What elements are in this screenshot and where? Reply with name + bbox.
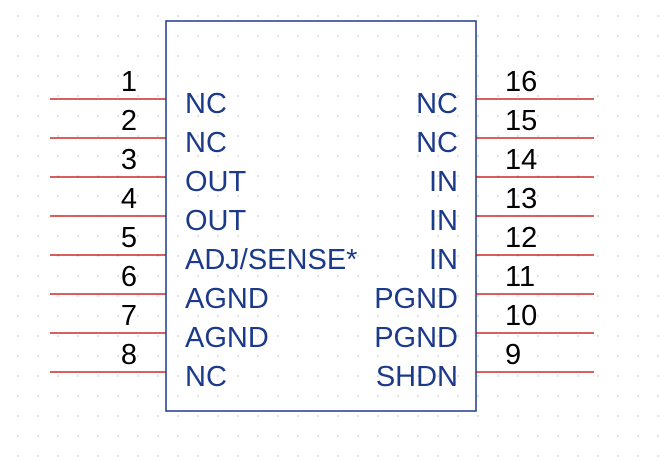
pin-label-16: NC bbox=[416, 88, 458, 120]
pin-label-2: NC bbox=[185, 127, 227, 159]
pin-label-3: OUT bbox=[185, 166, 247, 198]
pin-label-7: AGND bbox=[185, 322, 269, 354]
pin-number-13: 13 bbox=[505, 183, 537, 215]
pin-label-5: ADJ/SENSE* bbox=[185, 244, 357, 276]
pin-label-13: IN bbox=[429, 205, 458, 237]
pin-label-1: NC bbox=[185, 88, 227, 120]
pin-label-6: AGND bbox=[185, 283, 269, 315]
pin-number-15: 15 bbox=[505, 105, 537, 137]
pin-number-1: 1 bbox=[121, 66, 137, 98]
pin-label-9: SHDN bbox=[376, 361, 458, 393]
pin-number-8: 8 bbox=[121, 339, 137, 371]
pin-label-11: PGND bbox=[374, 283, 458, 315]
pin-number-4: 4 bbox=[121, 183, 137, 215]
pin-number-16: 16 bbox=[505, 66, 537, 98]
pin-label-15: NC bbox=[416, 127, 458, 159]
pin-number-2: 2 bbox=[121, 105, 137, 137]
pin-label-8: NC bbox=[185, 361, 227, 393]
pin-label-12: IN bbox=[429, 244, 458, 276]
pin-number-10: 10 bbox=[505, 300, 537, 332]
pin-number-7: 7 bbox=[121, 300, 137, 332]
pin-number-14: 14 bbox=[505, 144, 537, 176]
pin-label-4: OUT bbox=[185, 205, 247, 237]
pin-number-3: 3 bbox=[121, 144, 137, 176]
pin-number-11: 11 bbox=[505, 261, 535, 293]
pin-number-9: 9 bbox=[505, 339, 521, 371]
pin-number-5: 5 bbox=[121, 222, 137, 254]
pin-label-14: IN bbox=[429, 166, 458, 198]
pin-number-6: 6 bbox=[121, 261, 137, 293]
pin-number-12: 12 bbox=[505, 222, 537, 254]
pin-label-10: PGND bbox=[374, 322, 458, 354]
